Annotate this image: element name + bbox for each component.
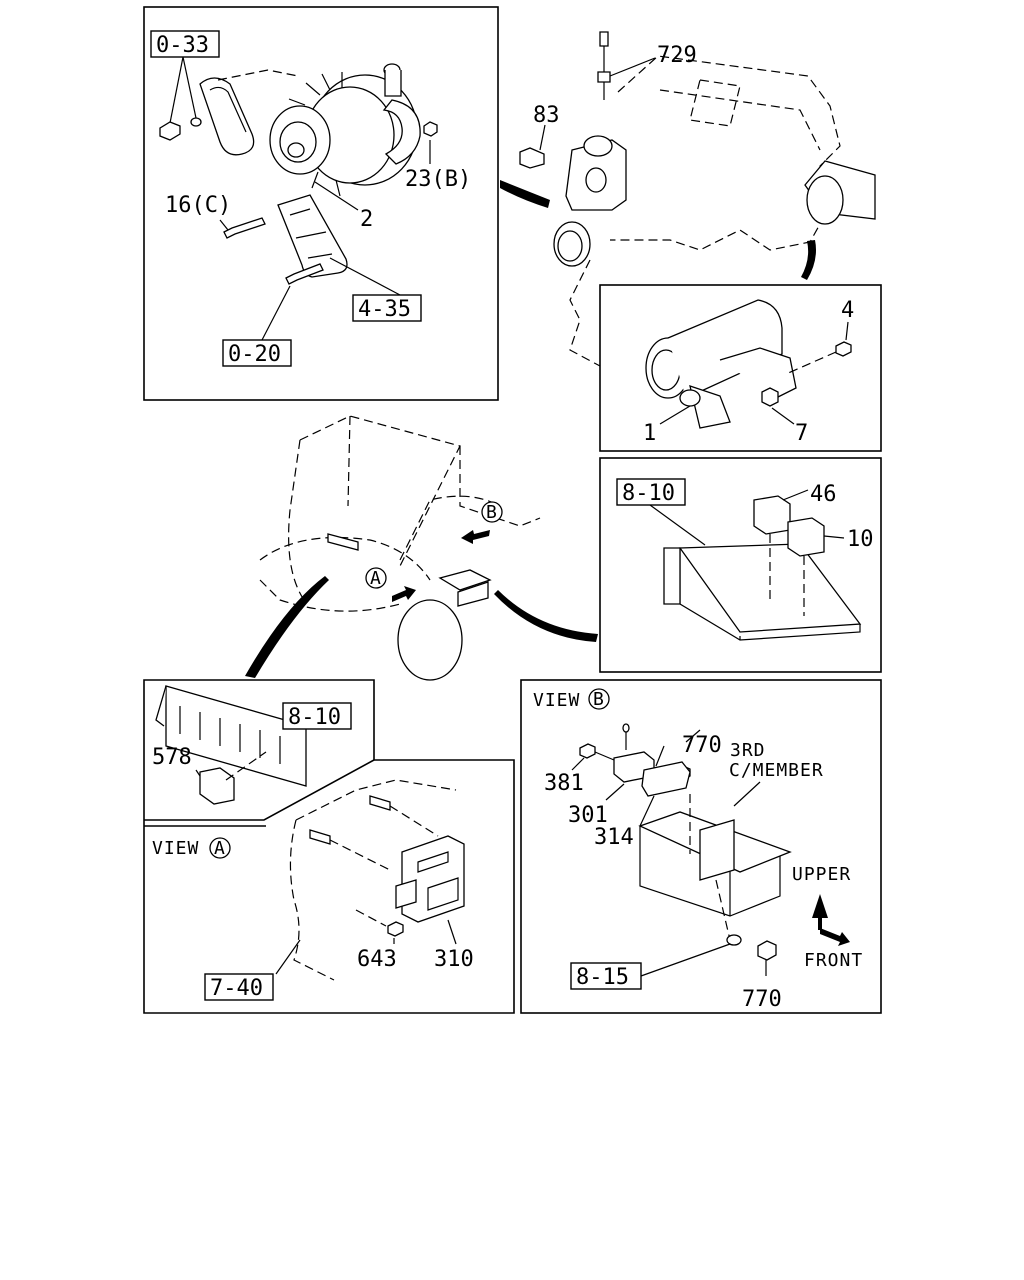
ref-box-8-10-bottom[interactable] xyxy=(282,702,352,730)
label-770-bottom: 770 xyxy=(742,987,782,1012)
label-83: 83 xyxy=(533,103,560,128)
alternator-bracket xyxy=(277,194,348,278)
ref-8-10-bottom-text: 8-10 xyxy=(288,705,341,730)
label-1: 1 xyxy=(643,421,656,446)
bolt-4 xyxy=(835,341,852,357)
starter-panel: 4 7 1 xyxy=(599,284,882,452)
washer xyxy=(190,117,202,127)
fuse-block xyxy=(165,685,307,787)
ref-8-15-text: 8-15 xyxy=(576,965,629,990)
view-b-panel: VIEW B 770 381 301 314 3RD C/MEMBER UPPE… xyxy=(520,679,882,1014)
alternator-panel-frame xyxy=(143,6,499,401)
marker-b-text: B xyxy=(486,502,498,523)
label-upper: UPPER xyxy=(792,864,851,885)
nut-770-bottom xyxy=(757,940,777,961)
fuse-block-panel: 8-10 578 xyxy=(143,679,515,1014)
label-23b: 23(B) xyxy=(405,167,471,192)
label-3rd: 3RD xyxy=(730,740,766,761)
ref-0-33-text: 0-33 xyxy=(156,33,209,58)
bolt xyxy=(159,121,181,141)
view-a-panel: VIEW A 310 643 7-40 xyxy=(152,779,474,1001)
alternator xyxy=(269,63,421,197)
label-314: 314 xyxy=(594,825,634,850)
washer-770 xyxy=(726,934,742,946)
front-arrow-icon xyxy=(820,928,850,946)
view-b-marker-text: B xyxy=(593,689,605,710)
cab-fuse-location xyxy=(327,533,359,551)
truck-cab: A B xyxy=(245,415,598,681)
label-301: 301 xyxy=(568,803,608,828)
label-578: 578 xyxy=(152,745,192,770)
nut-643 xyxy=(387,921,404,937)
fuse-block-panel-frame xyxy=(143,679,515,1014)
label-4: 4 xyxy=(841,298,854,323)
bolt-16c xyxy=(223,217,266,239)
marker-b[interactable] xyxy=(481,501,503,523)
label-310: 310 xyxy=(434,947,474,972)
label-2: 2 xyxy=(360,207,373,232)
sensor-83 xyxy=(519,147,545,169)
ref-box-8-10-top[interactable] xyxy=(616,478,686,506)
view-b-title: VIEW xyxy=(533,690,580,711)
relay-box-panel: 8-10 46 10 xyxy=(599,457,882,673)
ref-box-0-33[interactable] xyxy=(150,30,220,58)
relay-tray xyxy=(678,543,862,633)
ref-box-0-20[interactable] xyxy=(222,339,292,367)
label-643: 643 xyxy=(357,947,397,972)
view-a-marker-text: A xyxy=(214,838,226,859)
bolt-381 xyxy=(579,743,596,759)
label-381: 381 xyxy=(544,771,584,796)
view-b-marker xyxy=(588,688,610,710)
ref-box-4-35[interactable] xyxy=(352,294,422,322)
upper-arrow-icon xyxy=(812,894,828,930)
view-a-title: VIEW xyxy=(152,838,199,859)
bolt-lower xyxy=(285,263,324,285)
relay-box-panel-frame xyxy=(599,457,882,673)
marker-a-text: A xyxy=(370,568,382,589)
ref-8-10-top-text: 8-10 xyxy=(622,481,675,506)
ref-7-40-text: 7-40 xyxy=(210,976,263,1001)
label-16c: 16(C) xyxy=(165,193,231,218)
cab-wheel xyxy=(397,599,463,681)
label-770-top: 770 xyxy=(682,733,722,758)
label-46: 46 xyxy=(810,482,837,507)
label-10: 10 xyxy=(847,527,874,552)
relay-10 xyxy=(787,517,825,557)
relay-46 xyxy=(753,495,791,535)
adjusting-plate xyxy=(199,77,255,156)
nut-7 xyxy=(761,387,779,407)
ref-0-20-text: 0-20 xyxy=(228,342,281,367)
ref-box-7-40[interactable] xyxy=(204,973,274,1001)
switch-314 xyxy=(641,761,691,797)
marker-a[interactable] xyxy=(365,567,387,589)
sensor-729 xyxy=(599,31,609,47)
nut-23b xyxy=(423,121,438,137)
label-c-member: C/MEMBER xyxy=(729,760,824,781)
view-b-panel-frame xyxy=(520,679,882,1014)
label-729: 729 xyxy=(657,43,697,68)
view-a-marker xyxy=(209,837,231,859)
relay-578 xyxy=(199,767,235,805)
starter-panel-frame xyxy=(599,284,882,452)
starter-motor xyxy=(645,299,797,429)
alternator-panel: 0-33 23(B) 2 xyxy=(143,6,499,401)
label-7: 7 xyxy=(795,421,808,446)
ref-4-35-text: 4-35 xyxy=(358,297,411,322)
ref-box-8-15[interactable] xyxy=(570,962,642,990)
label-front: FRONT xyxy=(804,950,863,971)
engine: 729 83 xyxy=(500,31,876,367)
